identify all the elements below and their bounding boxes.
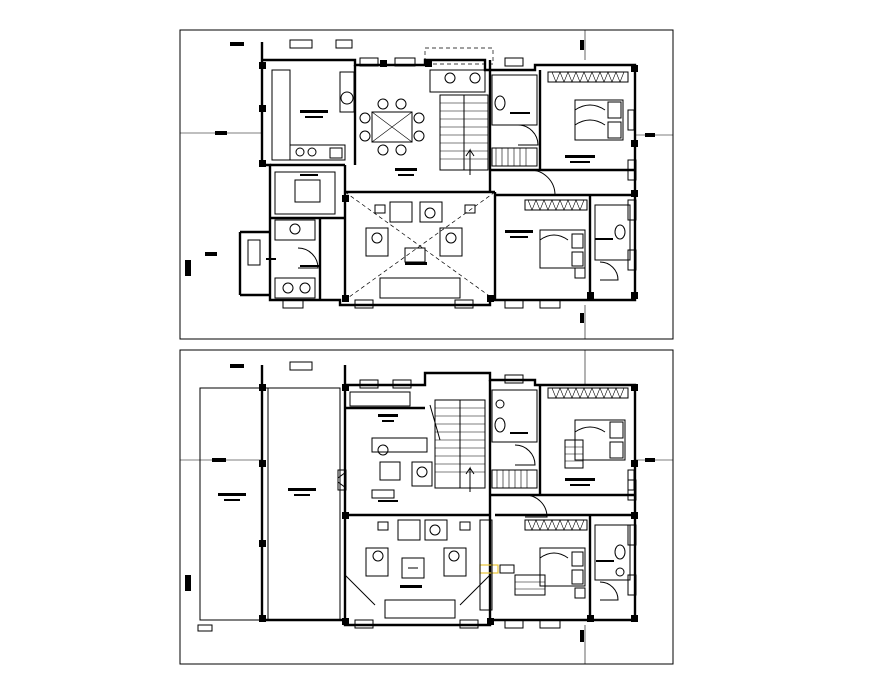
dining-table-icon [371,111,413,143]
column-marker-icon [259,160,266,167]
first-lounge [344,494,548,619]
sofa-icon [365,547,389,577]
first-markers [179,350,673,664]
ground-wash-area [429,69,486,93]
first-floor-columns [259,384,638,625]
first-staircase [429,399,486,492]
toilet-icon [614,224,626,240]
column-marker-icon [487,295,494,302]
column-marker-icon [631,615,638,622]
first-floor-plan [179,349,674,665]
ground-floor-plot-boundary [179,29,674,340]
column-marker-icon [631,292,638,299]
door-swing-icon [599,581,619,601]
sofa-icon [443,547,467,577]
column-marker-icon [631,190,638,197]
first-windows [197,361,637,632]
column-marker-icon [342,618,349,625]
column-marker-icon [587,292,594,299]
column-marker-icon [425,60,432,67]
door-swing-icon [297,247,319,269]
kitchen [271,69,355,161]
sofa-icon [424,519,448,541]
column-marker-icon [259,540,266,547]
ground-markers [179,30,673,339]
first-bedroom-2 [479,519,631,611]
toilet-icon [494,95,506,111]
first-floor-plot-boundary [179,349,674,665]
first-study-room [349,379,433,502]
dining-area [359,47,494,176]
arrow-icon [465,148,475,175]
bed-icon [539,229,586,269]
door-swing-icon [514,444,536,466]
ground-bedroom-1 [547,71,635,163]
sofa-icon [365,227,389,257]
section-marker-icon [580,40,584,50]
toilet-icon [614,544,626,560]
ground-living-room [344,169,556,301]
column-marker-icon [380,60,387,67]
sofa-icon [439,227,463,257]
column-marker-icon [487,618,494,625]
section-marker-icon [580,313,584,323]
first-toilet [491,389,538,489]
column-marker-icon [631,384,638,391]
ground-staircase [439,94,489,175]
door-swing-icon [517,124,539,146]
sofa-icon [397,519,421,541]
first-floor-terraces [180,458,347,501]
column-marker-icon [587,615,594,622]
column-marker-icon [631,140,638,147]
sofa-icon [419,201,443,223]
toilet-icon [494,417,506,433]
first-bedroom-1 [547,387,635,491]
door-swing-icon [599,261,619,281]
bed-icon [574,99,624,141]
ground-windows [282,39,637,309]
column-marker-icon [259,615,266,622]
ground-guest-room [247,171,336,299]
column-marker-icon [631,460,638,467]
ground-floor-plan [179,29,674,340]
ground-toilet [491,74,539,167]
column-marker-icon [342,512,349,519]
door-swing-icon [529,169,556,196]
column-marker-icon [259,384,266,391]
arrow-icon [465,466,475,492]
sofa-icon [389,201,413,223]
column-marker-icon [631,512,638,519]
bed-icon [539,547,586,587]
column-marker-icon [259,105,266,112]
column-marker-icon [259,62,266,69]
column-marker-icon [259,460,266,467]
door-swing-icon [524,494,548,518]
column-marker-icon [342,384,349,391]
section-marker-icon [580,630,584,642]
column-marker-icon [631,65,638,72]
ground-bedroom-2 [505,199,631,281]
